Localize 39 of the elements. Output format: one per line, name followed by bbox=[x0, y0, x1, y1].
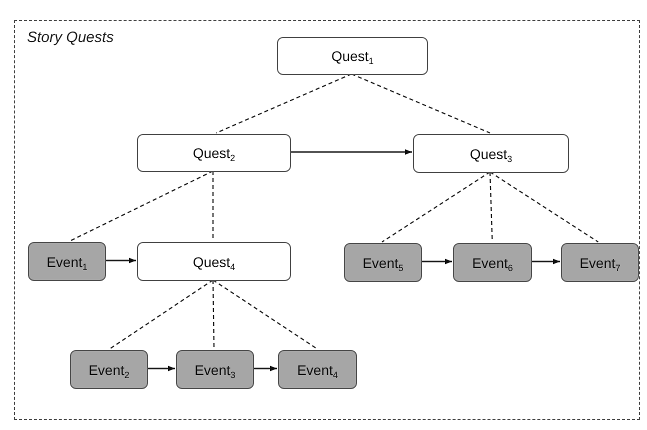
event-box bbox=[176, 350, 254, 389]
arrow bbox=[147, 366, 175, 372]
dashed-connector bbox=[490, 172, 599, 242]
quest-box bbox=[137, 134, 291, 172]
arrow bbox=[421, 258, 452, 264]
dashed-connector bbox=[382, 172, 490, 242]
arrow bbox=[531, 258, 560, 264]
quest-box bbox=[137, 242, 291, 281]
dashed-connector bbox=[70, 170, 214, 242]
event-box bbox=[561, 243, 639, 282]
event-box bbox=[28, 242, 106, 281]
event-box bbox=[344, 243, 422, 282]
node-label: Quest$_{3}$ bbox=[470, 146, 512, 162]
group-frame bbox=[14, 20, 640, 420]
event-box bbox=[453, 243, 532, 282]
dashed-connector bbox=[212, 280, 318, 350]
node-label: Quest$_{1}$ bbox=[331, 48, 374, 64]
node-label: Event$_{6}$ bbox=[472, 254, 513, 270]
dashed-connector bbox=[212, 171, 214, 241]
node-label: Event$_{3}$ bbox=[194, 362, 236, 378]
group-title: Story Quests bbox=[27, 29, 114, 46]
event-box bbox=[278, 350, 357, 389]
dashed-connector bbox=[109, 280, 214, 350]
node-label: Event$_{5}$ bbox=[362, 254, 404, 270]
arrow bbox=[253, 366, 277, 372]
quest-box bbox=[413, 134, 569, 173]
node-label: Quest$_{4}$ bbox=[192, 254, 236, 270]
dashed-connector bbox=[212, 280, 215, 349]
node-label: Quest$_{2}$ bbox=[192, 145, 236, 161]
node-label: Event$_{4}$ bbox=[297, 362, 338, 378]
arrow bbox=[105, 258, 136, 264]
node-label: Event$_{7}$ bbox=[580, 254, 620, 270]
node-label: Event$_{2}$ bbox=[88, 362, 130, 378]
dashed-connector bbox=[216, 73, 352, 134]
arrow bbox=[290, 149, 412, 155]
dashed-connector bbox=[351, 73, 490, 134]
node-label: Event$_{1}$ bbox=[46, 254, 88, 270]
quest-box bbox=[277, 37, 428, 75]
event-box bbox=[70, 350, 148, 389]
